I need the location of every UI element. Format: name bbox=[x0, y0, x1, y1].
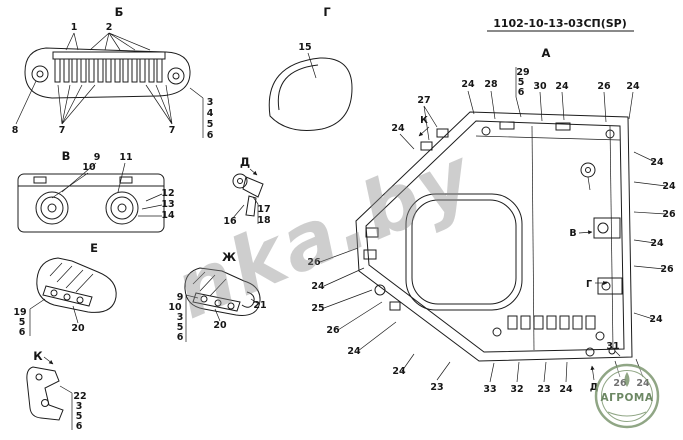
drawing-number-title: 1102-10-13-03СП(SP) bbox=[493, 17, 627, 30]
callout-label: 24 bbox=[461, 79, 475, 90]
callout-label: 26 bbox=[326, 325, 340, 336]
callout-label: 29 bbox=[516, 67, 529, 78]
callout-label: 26 bbox=[597, 81, 611, 92]
view-arrow-k-label: К bbox=[420, 115, 428, 126]
view-label-e: Е bbox=[90, 241, 98, 255]
view-arrow-d-label: Д bbox=[590, 382, 598, 393]
callout-label: 5 bbox=[76, 411, 83, 422]
callout-label: 23 bbox=[430, 382, 443, 393]
callout-label: 6 bbox=[207, 130, 214, 141]
callout-label: 24 bbox=[391, 123, 405, 134]
callout-label: 7 bbox=[169, 125, 176, 136]
callout-label: 19 bbox=[13, 307, 26, 318]
view-d-drawing bbox=[232, 168, 264, 224]
callout-label: 9 bbox=[94, 152, 101, 163]
callout-label: 6 bbox=[177, 332, 184, 343]
callout-label: 15 bbox=[298, 42, 311, 53]
view-label-k: К bbox=[33, 349, 43, 363]
callout-label: 10 bbox=[82, 162, 96, 173]
callout-label: 14 bbox=[161, 210, 175, 221]
callout-label: 24 bbox=[650, 238, 664, 249]
callout-label: 8 bbox=[12, 125, 19, 136]
callout-label: 4 bbox=[207, 108, 214, 119]
callout-label: 6 bbox=[76, 421, 83, 432]
view-arrow-v-label: В bbox=[569, 228, 576, 239]
callout-label: 22 bbox=[73, 391, 86, 402]
view-b-drawing bbox=[15, 32, 204, 138]
callout-label: 6 bbox=[19, 327, 26, 338]
callout-label: 24 bbox=[559, 384, 573, 395]
logo-text: АГРОМА bbox=[600, 392, 653, 404]
callout-label: 26 bbox=[613, 378, 627, 389]
view-a-drawing bbox=[319, 67, 667, 383]
view-label-g: Г bbox=[323, 5, 331, 19]
view-k-drawing bbox=[26, 356, 73, 430]
leaf-icon bbox=[624, 372, 630, 387]
callout-label: 3 bbox=[177, 312, 184, 323]
callout-label: 23 bbox=[537, 384, 550, 395]
view-label-v: В bbox=[62, 149, 71, 163]
callout-label: 13 bbox=[161, 199, 174, 210]
callout-label: 28 bbox=[484, 79, 498, 90]
callout-label: 20 bbox=[71, 323, 85, 334]
callout-label: 6 bbox=[518, 87, 525, 98]
callout-label: 31 bbox=[606, 341, 619, 352]
callout-label: 24 bbox=[626, 81, 640, 92]
callout-label: 1 bbox=[71, 22, 78, 33]
view-label-a: А bbox=[542, 46, 551, 60]
callout-label: 30 bbox=[533, 81, 547, 92]
callout-label: 24 bbox=[555, 81, 569, 92]
callout-label: 5 bbox=[177, 322, 184, 333]
callout-label: 26 bbox=[660, 264, 674, 275]
watermark-text: nka.by bbox=[162, 131, 487, 337]
callout-label: 33 bbox=[483, 384, 496, 395]
callout-label: 7 bbox=[59, 125, 66, 136]
callout-label: 24 bbox=[662, 181, 676, 192]
callout-label: 26 bbox=[662, 209, 676, 220]
callout-label: 24 bbox=[650, 157, 664, 168]
view-zh-drawing bbox=[184, 267, 261, 342]
view-v-drawing bbox=[17, 162, 165, 233]
callout-label: 9 bbox=[177, 292, 184, 303]
callout-label: 24 bbox=[392, 366, 406, 377]
callout-label: 5 bbox=[518, 77, 525, 88]
callout-label: 12 bbox=[161, 188, 174, 199]
callout-label: 17 bbox=[257, 204, 270, 215]
callout-label: 26 bbox=[307, 257, 321, 268]
view-label-b: Б bbox=[115, 5, 124, 19]
callout-label: 27 bbox=[417, 95, 430, 106]
callout-label: 21 bbox=[253, 300, 266, 311]
view-arrow-g-label: Г bbox=[586, 279, 592, 290]
callout-label: 16 bbox=[223, 216, 237, 227]
callout-label: 10 bbox=[168, 302, 182, 313]
callout-label: 3 bbox=[76, 401, 83, 412]
callout-label: 24 bbox=[311, 281, 325, 292]
view-label-d: Д bbox=[240, 155, 250, 169]
view-g-drawing bbox=[268, 52, 353, 131]
agroma-logo: АГРОМА bbox=[594, 363, 660, 429]
callout-label: 24 bbox=[347, 346, 361, 357]
callout-label: 3 bbox=[207, 97, 214, 108]
callout-label: 32 bbox=[510, 384, 523, 395]
callout-label: 2 bbox=[106, 22, 113, 33]
callout-label: 5 bbox=[19, 317, 26, 328]
view-e-drawing bbox=[29, 257, 117, 336]
callout-label: 24 bbox=[636, 378, 650, 389]
view-label-zh: Ж bbox=[222, 250, 236, 264]
callout-label: 20 bbox=[213, 320, 227, 331]
callout-label: 25 bbox=[311, 303, 324, 314]
callout-label: 18 bbox=[257, 215, 271, 226]
callout-label: 24 bbox=[649, 314, 663, 325]
callout-label: 11 bbox=[119, 152, 132, 163]
callout-label: 5 bbox=[207, 119, 214, 130]
